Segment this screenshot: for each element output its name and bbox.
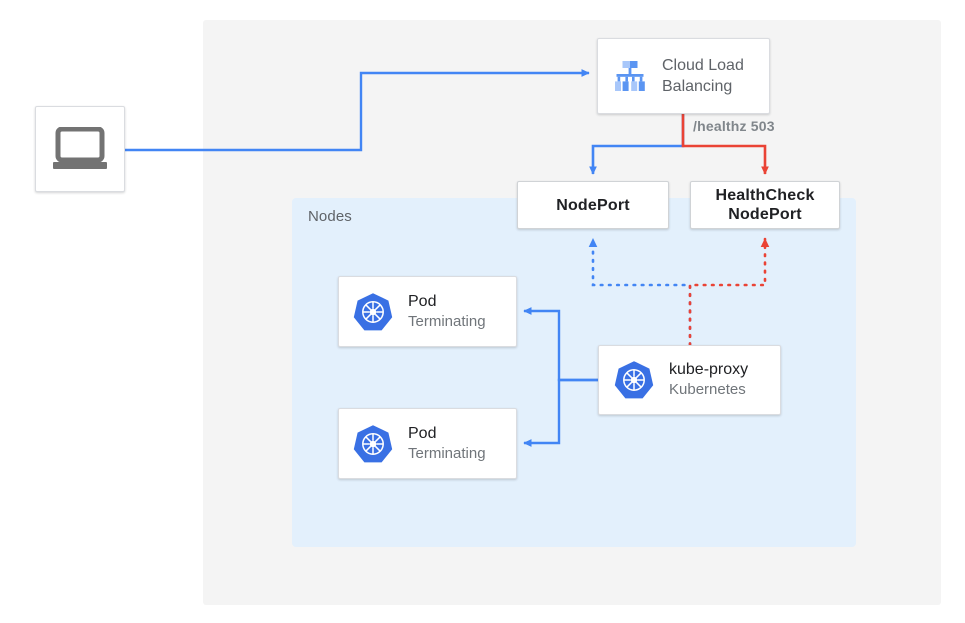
nodes-region-label: Nodes bbox=[308, 208, 352, 225]
pod-status-1: Terminating bbox=[408, 312, 486, 330]
cloud-load-balancing-card: Cloud Load Balancing bbox=[597, 38, 770, 114]
client-laptop-card bbox=[35, 106, 125, 192]
kubernetes-icon bbox=[353, 292, 393, 330]
nodeport-label: NodePort bbox=[556, 196, 630, 214]
kube-proxy-subtitle: Kubernetes bbox=[669, 381, 746, 398]
pod-card-1: Pod Terminating bbox=[338, 276, 517, 347]
healthcheck-nodeport-label: HealthCheck NodePort bbox=[715, 186, 814, 224]
kube-proxy-text: kube-proxy Kubernetes bbox=[669, 360, 748, 400]
healthcheck-nodeport-line1: HealthCheck bbox=[715, 187, 815, 204]
laptop-icon bbox=[53, 127, 107, 169]
pod-card-2: Pod Terminating bbox=[338, 408, 517, 479]
cloud-load-balancing-icon bbox=[615, 61, 645, 91]
cloud-load-balancing-label: Cloud Load Balancing bbox=[662, 55, 744, 97]
clb-label-line2: Balancing bbox=[662, 78, 733, 95]
pod-text-1: Pod Terminating bbox=[408, 292, 486, 332]
kube-proxy-card: kube-proxy Kubernetes bbox=[598, 345, 781, 415]
pod-text-2: Pod Terminating bbox=[408, 424, 486, 464]
healthcheck-nodeport-card: HealthCheck NodePort bbox=[690, 181, 840, 229]
kube-proxy-title: kube-proxy bbox=[669, 361, 749, 378]
pod-status-2: Terminating bbox=[408, 444, 486, 462]
pod-title-1: Pod bbox=[408, 292, 437, 310]
kubernetes-icon bbox=[353, 424, 393, 462]
healthz-503-label: /healthz 503 bbox=[693, 118, 775, 134]
nodeport-card: NodePort bbox=[517, 181, 669, 229]
clb-label-line1: Cloud Load bbox=[662, 57, 744, 74]
pod-title-2: Pod bbox=[408, 424, 437, 442]
healthcheck-nodeport-line2: NodePort bbox=[728, 206, 802, 223]
kubernetes-icon bbox=[614, 361, 654, 399]
